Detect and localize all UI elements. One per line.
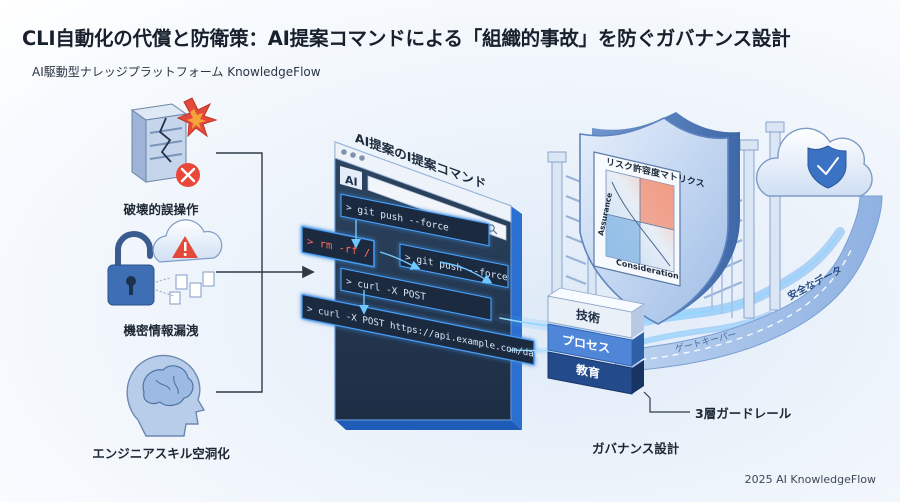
risk-label-destructive-op: 破壊的誤操作 [123, 202, 199, 217]
risk-label-data-leak: 機密情報漏洩 [123, 323, 199, 338]
guardrail-layer-education: 教育 [547, 351, 644, 395]
guardrail-layer-process: プロセス [547, 323, 644, 367]
guardrail-layer-stack: 技術 プロセス 教育 [546, 287, 690, 413]
guardrail-layer-tech: 技術 [546, 287, 646, 339]
governance-design-label: ガバナンス設計 [592, 441, 680, 456]
head-brain-icon [126, 354, 206, 437]
footer-credit: 2025 AI KnowledgeFlow [744, 473, 876, 486]
risk-connector-lines [216, 152, 315, 393]
broken-server-icon [130, 97, 218, 187]
page-title: CLI自動化の代償と防衛策：AI提案コマンドによる「組織的事故」を防ぐガバナンス… [22, 27, 791, 50]
risk-matrix-card: リスク許容度マトリクス Consideration Assurance [593, 151, 705, 287]
svg-text:技術: 技術 [576, 307, 600, 326]
three-layer-guardrail-label: 3層ガードレール [695, 406, 792, 421]
terminal-window: AI > git push --force > rm -rf / > git p… [301, 130, 562, 430]
page-subtitle: AI駆動型ナレッジプラットフォーム KnowledgeFlow [32, 65, 321, 79]
svg-text:教育: 教育 [575, 361, 600, 381]
risk-label-skill-hollowing: エンジニアスキル空洞化 [92, 446, 230, 461]
secure-cloud-icon [755, 127, 873, 197]
ai-badge: AI [345, 173, 358, 189]
open-padlock-cloud-icon [107, 219, 223, 306]
